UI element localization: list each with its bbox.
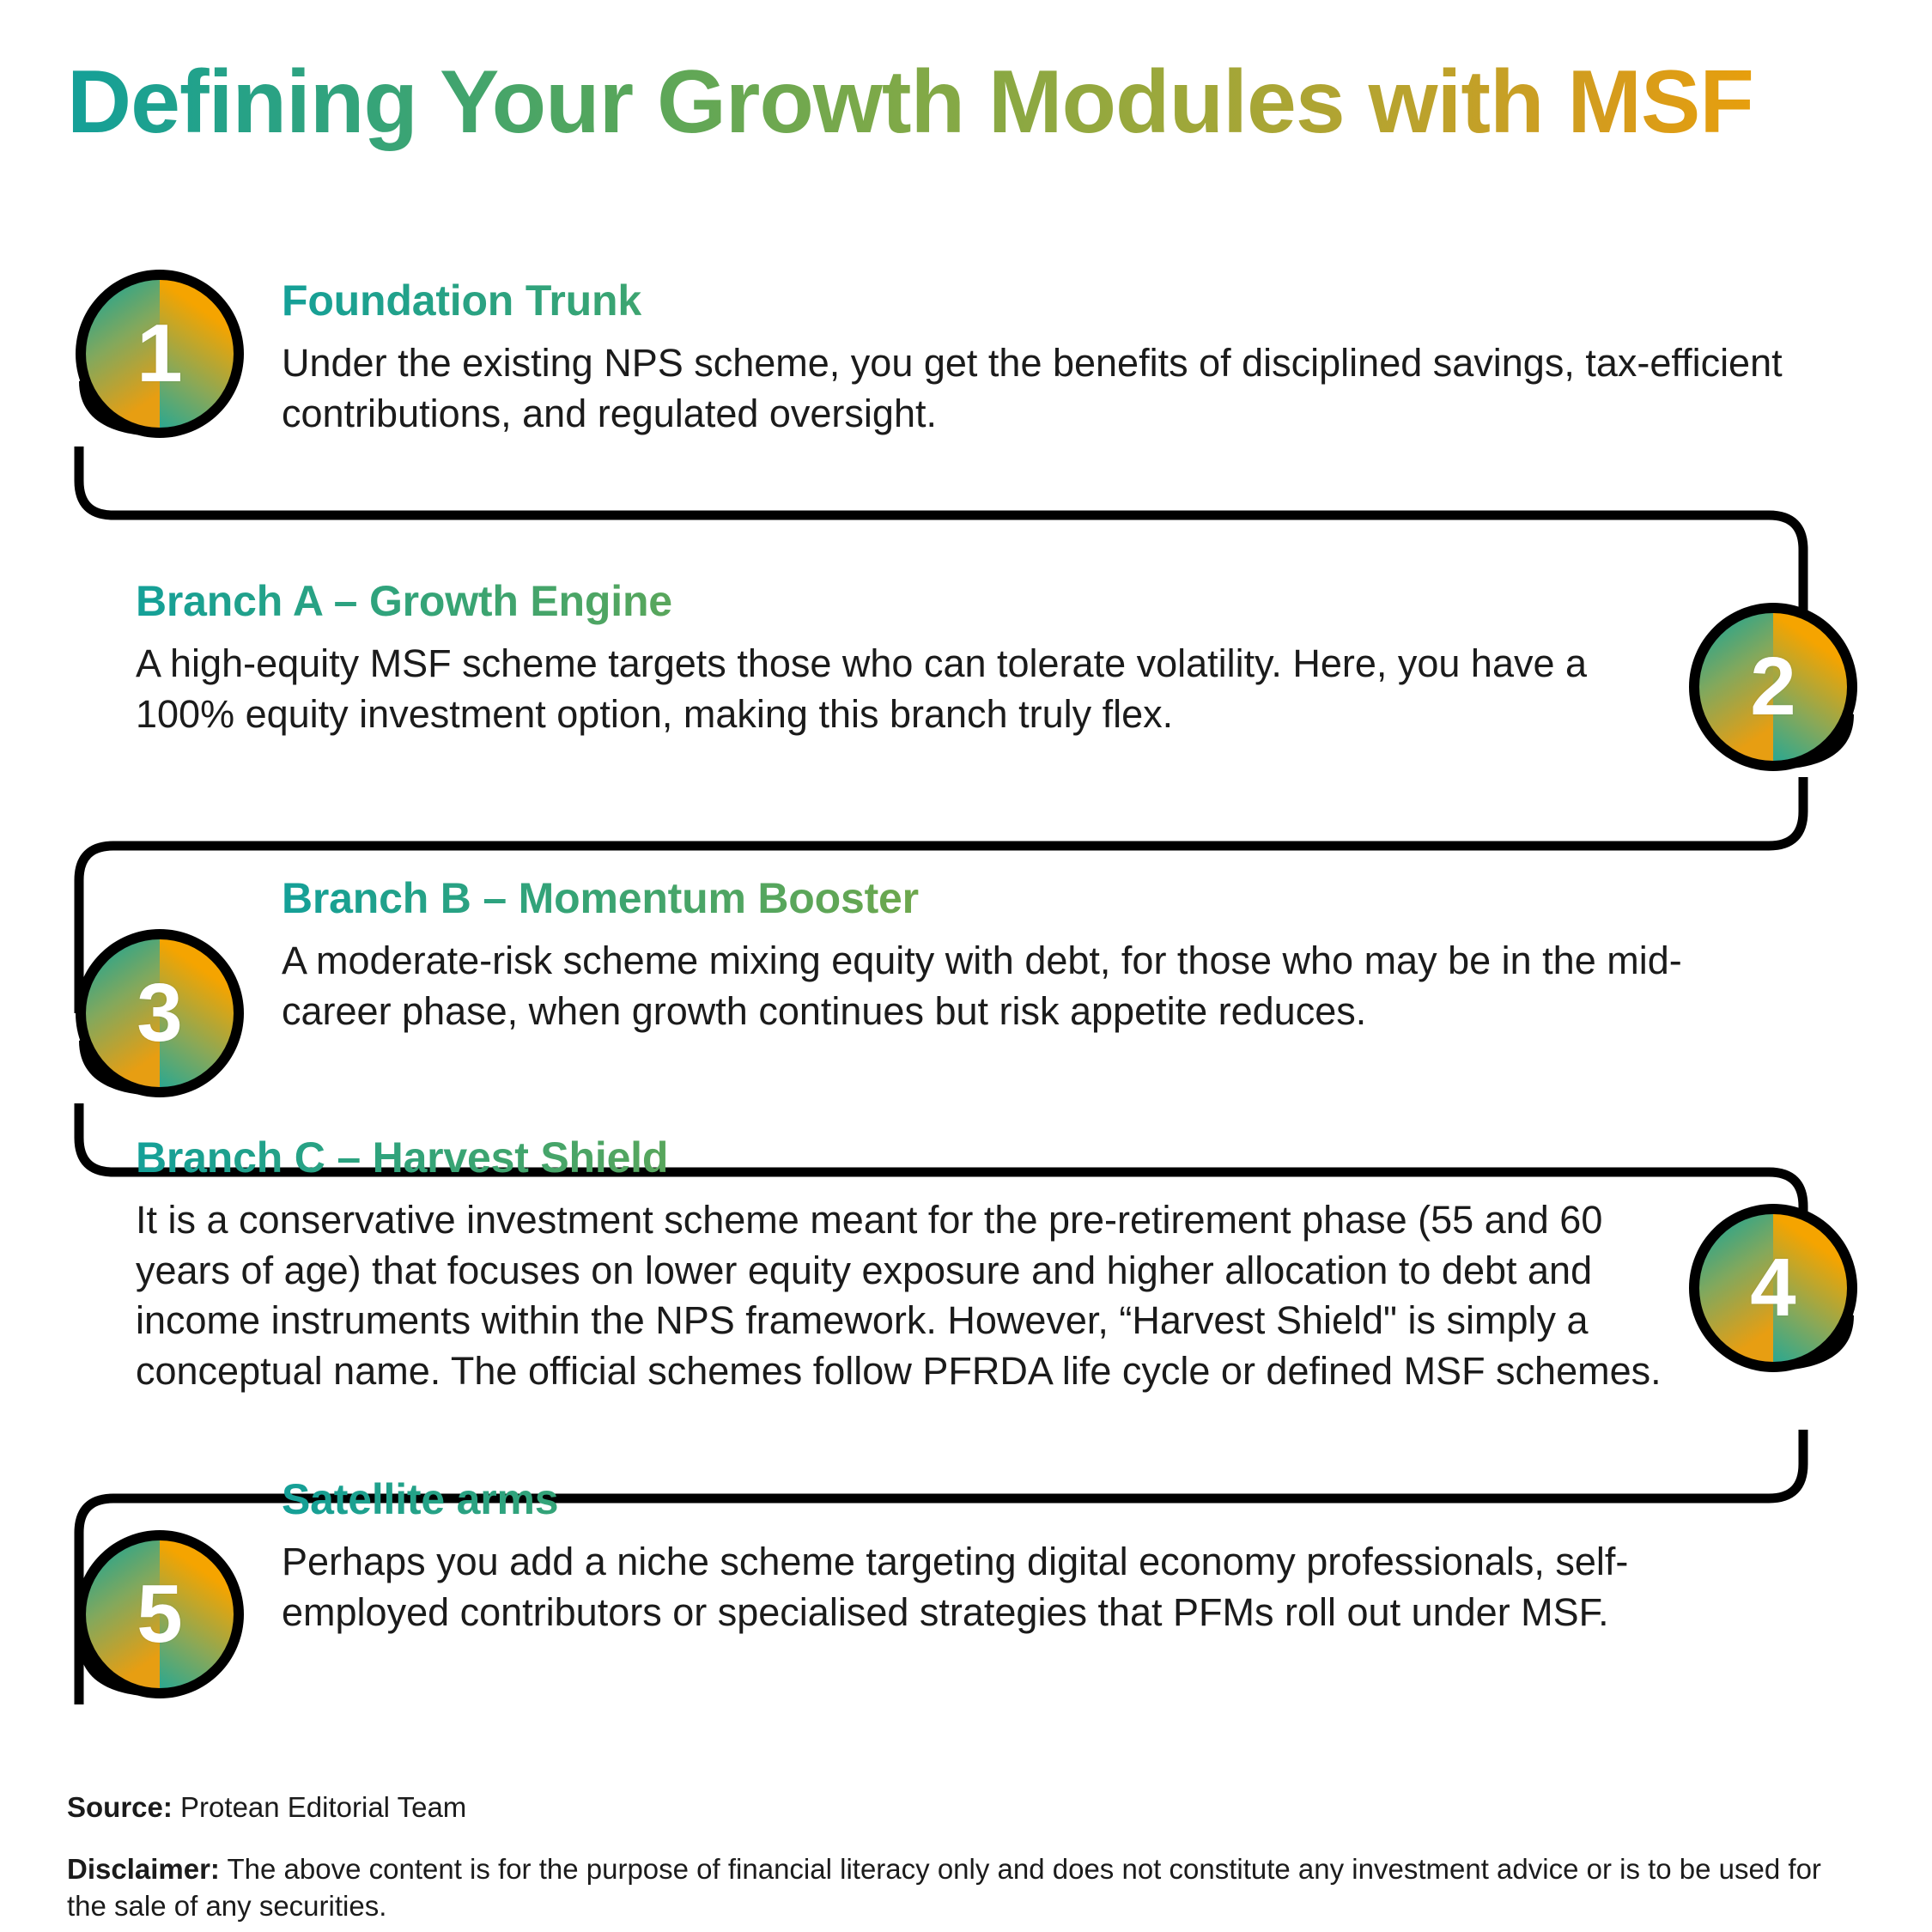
- step-badge-3: 3: [74, 927, 246, 1099]
- disclaimer-label: Disclaimer:: [67, 1852, 220, 1885]
- step-heading-3: Branch B – Momentum Booster: [282, 874, 1741, 922]
- disclaimer-value: The above content is for the purpose of …: [67, 1852, 1821, 1923]
- step-number-5: 5: [137, 1568, 183, 1660]
- source-value: Protean Editorial Team: [172, 1791, 467, 1823]
- step-badge-1: 1: [74, 268, 246, 440]
- step-number-2: 2: [1750, 641, 1796, 732]
- step-number-1: 1: [137, 307, 183, 399]
- step-heading-4: Branch C – Harvest Shield: [136, 1133, 1673, 1182]
- step-block-3: Branch B – Momentum Booster A moderate-r…: [282, 874, 1741, 1036]
- step-body-5: Perhaps you add a niche scheme targeting…: [282, 1540, 1629, 1634]
- disclaimer-line: Disclaimer: The above content is for the…: [67, 1850, 1862, 1925]
- step-heading-5: Satellite arms: [282, 1475, 1741, 1523]
- page-title: Defining Your Growth Modules with MSF: [67, 53, 1870, 152]
- step-heading-1: Foundation Trunk: [282, 276, 1819, 325]
- step-number-3: 3: [137, 967, 183, 1059]
- step-block-1: Foundation Trunk Under the existing NPS …: [282, 276, 1819, 439]
- source-label: Source:: [67, 1791, 173, 1823]
- step-body-1: Under the existing NPS scheme, you get t…: [282, 341, 1783, 435]
- footer: Source: Protean Editorial Team Disclaime…: [67, 1789, 1862, 1925]
- step-block-5: Satellite arms Perhaps you add a niche s…: [282, 1475, 1741, 1637]
- step-heading-2: Branch A – Growth Engine: [136, 577, 1664, 625]
- step-body-2: A high-equity MSF scheme targets those w…: [136, 641, 1588, 736]
- step-body-3: A moderate-risk scheme mixing equity wit…: [282, 939, 1682, 1033]
- step-number-4: 4: [1750, 1242, 1796, 1334]
- source-line: Source: Protean Editorial Team: [67, 1789, 1862, 1826]
- step-body-4: It is a conservative investment scheme m…: [136, 1198, 1662, 1393]
- step-block-4: Branch C – Harvest Shield It is a conser…: [136, 1133, 1673, 1396]
- step-badge-4: 4: [1687, 1202, 1859, 1374]
- step-badge-5: 5: [74, 1528, 246, 1700]
- step-badge-2: 2: [1687, 601, 1859, 773]
- step-block-2: Branch A – Growth Engine A high-equity M…: [136, 577, 1664, 739]
